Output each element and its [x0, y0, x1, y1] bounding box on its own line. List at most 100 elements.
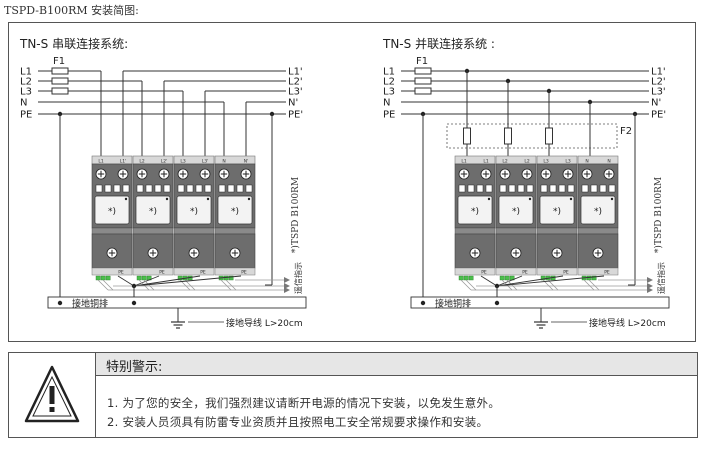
- indicator-window: [113, 184, 121, 193]
- indicator-window: [458, 184, 466, 193]
- out-label-0: L1': [651, 67, 666, 78]
- indicator-window: [227, 184, 235, 193]
- f2-dashed-box: [446, 123, 618, 149]
- module-insert: [580, 195, 616, 225]
- module-insert: [539, 195, 575, 225]
- terminal-label: L3: [565, 159, 571, 165]
- line-label-pe: PE: [20, 110, 32, 121]
- diagram-frame: [8, 22, 696, 342]
- line-label-n: N: [383, 98, 390, 109]
- model-vertical-label: *)TSPD B100RM: [290, 177, 301, 253]
- arrow-icon: [284, 283, 290, 289]
- arrow-icon: [647, 287, 653, 293]
- insert-dot: [610, 197, 614, 201]
- indicator-window: [95, 184, 103, 193]
- module-insert: [94, 195, 130, 225]
- terminal-strip-bottom: [454, 267, 496, 276]
- pe-terminal-label: PE: [159, 270, 165, 276]
- line-label-l3: L3: [20, 87, 32, 98]
- pe-terminal-label: PE: [200, 270, 206, 276]
- indicator-window: [608, 184, 616, 193]
- indicator-window: [467, 184, 475, 193]
- fuse-label-f2: F2: [620, 126, 632, 137]
- warning-title: 特别警示:: [106, 360, 163, 375]
- indicator-window: [177, 184, 185, 193]
- line-label-n: N: [20, 98, 27, 109]
- module-joint: [454, 227, 496, 235]
- out-label-2: L3': [288, 87, 303, 98]
- panel-2: TN-S 并联连接系统 :L1L2L3NPEL1'L2'L3'N'PE'F1F2…: [382, 36, 670, 329]
- module-joint: [536, 227, 578, 235]
- terminal-strip-bottom: [132, 267, 174, 276]
- indicator-window: [485, 184, 493, 193]
- terminal-strip-bottom: [214, 267, 256, 276]
- signal-wire: [102, 279, 114, 291]
- remote-connector: [105, 275, 111, 281]
- ground-wire: [496, 275, 564, 287]
- indicator-window: [236, 184, 244, 193]
- indicator-window: [136, 184, 144, 193]
- remote-indication-label: 遥信指示: [293, 262, 303, 294]
- module-insert-label: *): [512, 207, 520, 217]
- terminal-label: L2: [502, 159, 508, 165]
- fuse-f2: [504, 127, 512, 145]
- terminal-strip: [214, 155, 256, 165]
- line-label-l3: L3: [383, 87, 395, 98]
- ground-busbar: [47, 296, 307, 309]
- ground-conductor-label: 接地导线 L>20cm: [589, 317, 666, 329]
- signal-wire: [588, 279, 600, 291]
- junction-dot: [420, 300, 426, 306]
- signal-wire: [220, 279, 232, 291]
- indicator-window: [508, 184, 516, 193]
- indicator-window: [567, 184, 575, 193]
- terminal-label: N: [607, 159, 610, 165]
- signal-wire: [465, 279, 477, 291]
- signal-wire: [184, 279, 196, 291]
- fuse-f1: [414, 77, 432, 85]
- module-insert: [176, 195, 212, 225]
- indicator-window: [104, 184, 112, 193]
- pe-terminal-label: PE: [481, 270, 487, 276]
- signal-wire: [547, 279, 559, 291]
- module-joint: [132, 227, 174, 235]
- ground-conductor-label: 接地导线 L>20cm: [226, 317, 303, 329]
- remote-connector: [136, 275, 142, 281]
- indicator-window: [558, 184, 566, 193]
- remote-indication-label: 遥信指示: [656, 262, 666, 294]
- indicator-window: [122, 184, 130, 193]
- indicator-window: [186, 184, 194, 193]
- ground-wire: [133, 275, 242, 287]
- out-label-1: L2': [288, 77, 303, 88]
- pe-terminal-label: PE: [241, 270, 247, 276]
- indicator-window: [245, 184, 253, 193]
- module-insert: [135, 195, 171, 225]
- remote-connector: [458, 275, 464, 281]
- remote-connector: [228, 275, 234, 281]
- line-label-pe: PE: [383, 110, 395, 121]
- indicator-window: [590, 184, 598, 193]
- signal-wire: [225, 279, 237, 291]
- terminal-strip-bottom: [577, 267, 619, 276]
- out-label-2: L3': [651, 87, 666, 98]
- terminal-strip-bottom: [536, 267, 578, 276]
- indicator-window: [526, 184, 534, 193]
- terminal-strip-bottom: [91, 267, 133, 276]
- module-insert-label: *): [190, 207, 198, 217]
- indicator-window: [154, 184, 162, 193]
- junction-dot: [57, 300, 63, 306]
- ground-busbar: [410, 296, 670, 309]
- indicator-window: [540, 184, 548, 193]
- busbar-label: 接地铜排: [72, 298, 108, 310]
- remote-connector: [591, 275, 597, 281]
- terminal-label: L2': [161, 159, 168, 165]
- indicator-window: [499, 184, 507, 193]
- ground-wire: [480, 275, 498, 287]
- terminal-strip-bottom: [495, 267, 537, 276]
- remote-connector: [499, 275, 505, 281]
- module-insert-label: *): [594, 207, 602, 217]
